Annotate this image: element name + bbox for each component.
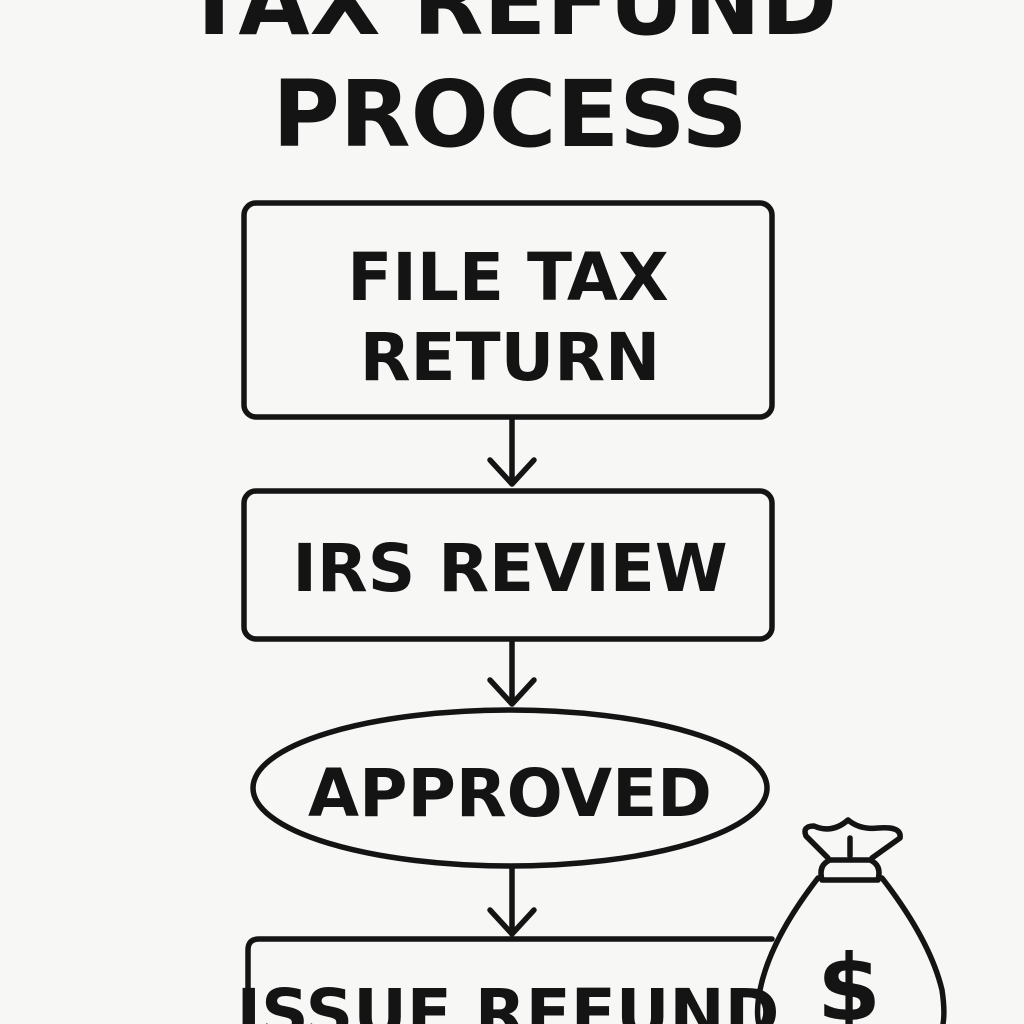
step-label: ISSUE REFUND xyxy=(237,975,780,1024)
step-label: FILE TAX xyxy=(347,239,669,316)
step-ellipse xyxy=(250,707,770,869)
step-label: IRS REVIEW xyxy=(292,530,727,607)
title-line-1: TAX REFUND xyxy=(183,0,837,56)
money-bag-icon: $ xyxy=(754,817,947,1024)
dollar-sign: $ xyxy=(817,935,881,1024)
step-box xyxy=(245,936,775,1024)
step-box xyxy=(241,200,775,420)
step-box xyxy=(241,488,775,642)
step-label: APPROVED xyxy=(308,755,712,832)
step-irs-review: IRS REVIEW xyxy=(241,488,775,642)
step-approved: APPROVED xyxy=(250,707,770,869)
arrow-3 xyxy=(487,865,537,937)
arrow-2 xyxy=(487,639,537,707)
step-file-tax-return: FILE TAX RETURN xyxy=(241,200,775,420)
step-label: RETURN xyxy=(360,319,661,396)
title-line-2: PROCESS xyxy=(272,61,747,168)
arrow-1 xyxy=(487,417,537,487)
step-issue-refund: ISSUE REFUND xyxy=(237,936,780,1024)
